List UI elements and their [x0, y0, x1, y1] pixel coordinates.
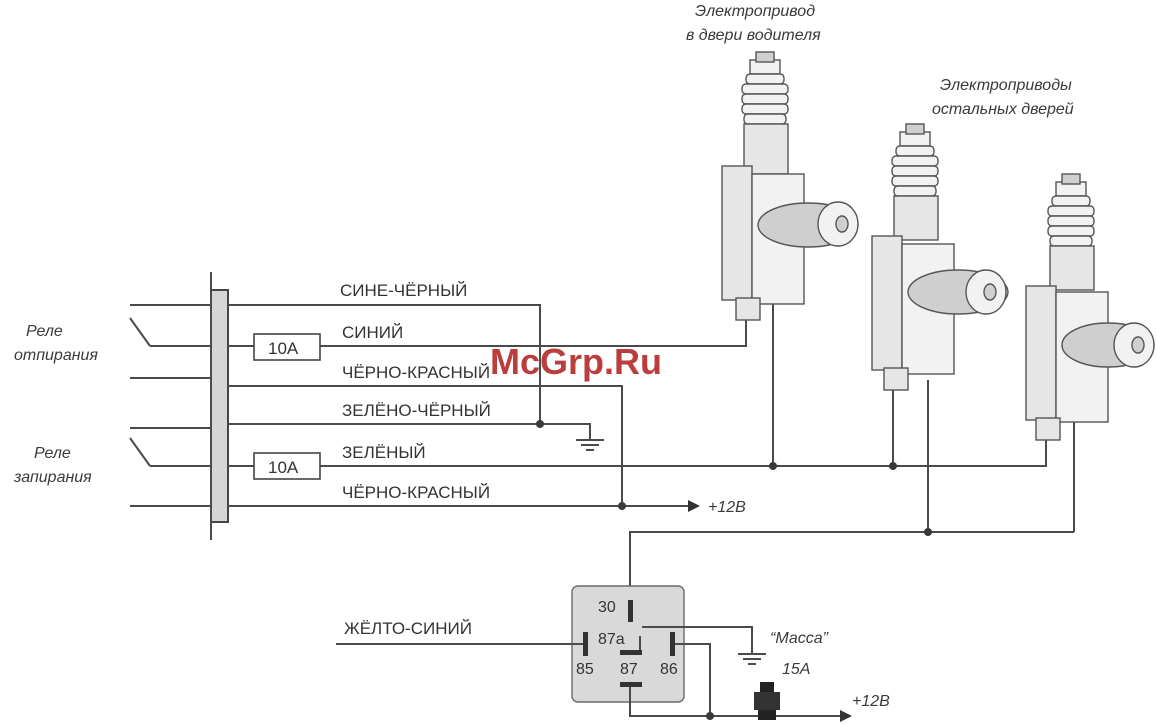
fuse-2 — [253, 452, 321, 480]
wire-label-black-red-2: ЧЁРНО-КРАСНЫЙ — [342, 483, 490, 502]
plus12-label-b: +12В — [852, 693, 890, 710]
other-door-actuator-1 — [871, 123, 1009, 391]
ground-label: “Масса” — [770, 630, 829, 647]
driver-actuator-label-2: в двери водителя — [686, 27, 821, 44]
relay-pin-87 — [620, 682, 642, 687]
lock-relay-label-1: Реле — [34, 445, 71, 462]
relay-pin-30 — [628, 600, 633, 622]
wire-label-green-black: ЗЕЛЁНО-ЧЁРНЫЙ — [342, 401, 491, 420]
lock-relay-label-2: запирания — [13, 469, 92, 486]
watermark: McGrp.Ru — [490, 341, 662, 382]
fuse-1-label: 10A — [268, 339, 299, 358]
lock-relay-contacts — [129, 427, 211, 507]
unlock-relay-label-1: Реле — [26, 323, 63, 340]
driver-door-actuator — [721, 51, 859, 321]
plus12-label-a: +12В — [708, 499, 746, 516]
unlock-relay-contacts — [129, 304, 211, 379]
other-actuators-label-2: остальных дверей — [932, 101, 1074, 118]
other-actuators-label-1: Электроприводы — [940, 77, 1072, 94]
wire-green-black — [228, 423, 591, 440]
fuse-1 — [253, 333, 321, 361]
arrow-plus12-a — [688, 500, 700, 512]
relay-pin-30-label: 30 — [598, 599, 616, 616]
relay-pin-87a-label: 87a — [598, 631, 625, 648]
ground-symbol — [576, 439, 604, 451]
relay-pin-87-label: 87 — [620, 661, 638, 678]
fuse-2-label: 10A — [268, 458, 299, 477]
wire-label-yellow-blue: ЖЁЛТО-СИНИЙ — [344, 619, 472, 638]
other-door-actuator-2 — [1025, 173, 1155, 441]
relay-pin-85 — [583, 632, 588, 656]
wire-label-green: ЗЕЛЁНЫЙ — [342, 443, 426, 462]
fuse-15a-label: 15A — [782, 661, 810, 678]
unlock-relay-label-2: отпирания — [14, 347, 98, 364]
wire-label-black-red-1: ЧЁРНО-КРАСНЫЙ — [342, 363, 490, 382]
relay-pin-86-label: 86 — [660, 661, 678, 678]
arrow-plus12-b — [840, 710, 852, 722]
relay-pin-86 — [670, 632, 675, 656]
wire-label-blue-black: СИНЕ-ЧЁРНЫЙ — [340, 281, 467, 300]
fuse-15a — [754, 682, 780, 720]
relay-pin-85-label: 85 — [576, 661, 594, 678]
wire-label-blue: СИНИЙ — [342, 323, 403, 342]
wire-to-relay-30 — [629, 531, 1074, 600]
driver-actuator-label-1: Электропривод — [695, 3, 815, 20]
connector-bar — [210, 289, 229, 523]
relay-pin-87a — [620, 650, 642, 655]
wire-blue-black — [228, 304, 541, 424]
